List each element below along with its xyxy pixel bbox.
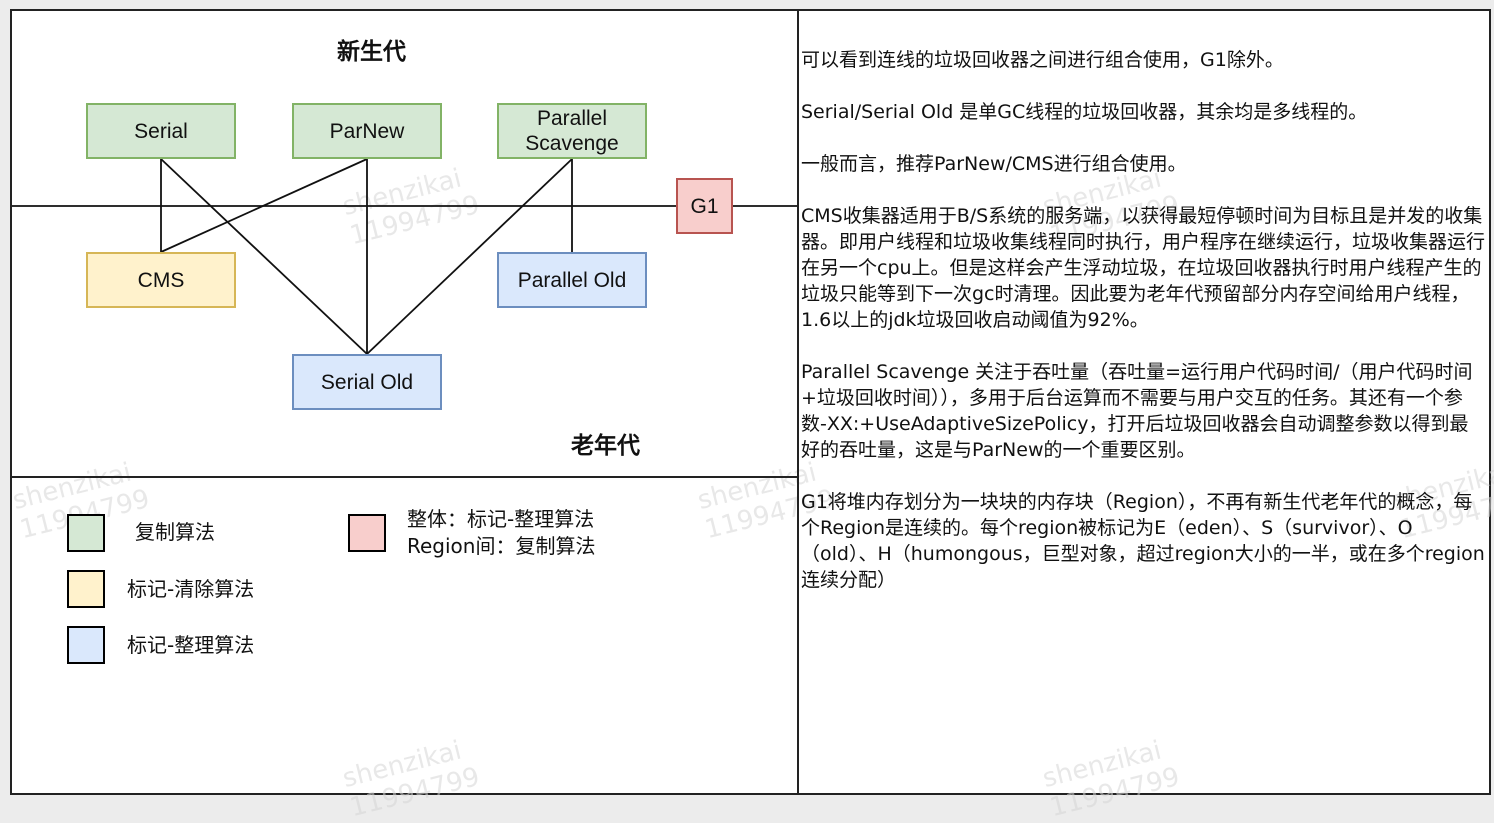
legend-swatch-mark-compact	[67, 626, 105, 664]
notes-panel: 可以看到连线的垃圾回收器之间进行组合使用，G1除外。 Serial/Serial…	[801, 47, 1485, 619]
collector-g1[interactable]: G1	[676, 178, 733, 234]
collector-label: Serial	[134, 119, 188, 143]
note-paragraph: Serial/Serial Old 是单GC线程的垃圾回收器，其余均是多线程的。	[801, 101, 1368, 123]
collector-label: Parallel Old	[517, 268, 627, 292]
link-parnew-cms	[160, 158, 368, 253]
legend-label-g1-overall: 整体：标记-整理算法	[407, 507, 595, 531]
collector-label: Serial Old	[320, 370, 414, 394]
legend-label-copy: 复制算法	[135, 520, 215, 544]
note-paragraph: CMS收集器适用于B/S系统的服务端，以获得最短停顿时间为目标且是并发的收集器。…	[801, 205, 1486, 331]
young-generation-title: 新生代	[337, 39, 406, 65]
legend-swatch-g1	[348, 514, 386, 552]
link-parallelscavenge-serialold	[366, 158, 573, 355]
panel-divider	[797, 9, 799, 795]
legend-swatch-mark-sweep	[67, 570, 105, 608]
collector-label: Parallel Scavenge	[525, 107, 619, 155]
note-paragraph: Parallel Scavenge 关注于吞吐量（吞吐量=运行用户代码时间/（用…	[801, 361, 1473, 461]
link-serial-serialold	[160, 158, 368, 355]
legend-divider	[10, 476, 798, 478]
note-paragraph: 一般而言，推荐ParNew/CMS进行组合使用。	[801, 153, 1187, 175]
collector-serial-old[interactable]: Serial Old	[292, 354, 442, 410]
collector-label: CMS	[137, 268, 185, 292]
legend-label-g1-region: Region间：复制算法	[407, 534, 596, 558]
collector-parnew[interactable]: ParNew	[292, 103, 442, 159]
collector-serial[interactable]: Serial	[86, 103, 236, 159]
note-paragraph: 可以看到连线的垃圾回收器之间进行组合使用，G1除外。	[801, 49, 1284, 71]
legend-label-mark-sweep: 标记-清除算法	[127, 577, 255, 601]
collector-cms[interactable]: CMS	[86, 252, 236, 308]
legend-label-mark-compact: 标记-整理算法	[127, 633, 255, 657]
collector-label: ParNew	[329, 119, 405, 143]
note-paragraph: G1将堆内存划分为一块块的内存块（Region），不再有新生代老年代的概念，每个…	[801, 491, 1485, 591]
collector-label: G1	[690, 194, 719, 218]
collector-parallel-scavenge[interactable]: Parallel Scavenge	[497, 103, 647, 159]
old-generation-title: 老年代	[571, 433, 640, 459]
collector-parallel-old[interactable]: Parallel Old	[497, 252, 647, 308]
diagram-frame	[10, 9, 1491, 795]
legend-swatch-copy	[67, 514, 105, 552]
